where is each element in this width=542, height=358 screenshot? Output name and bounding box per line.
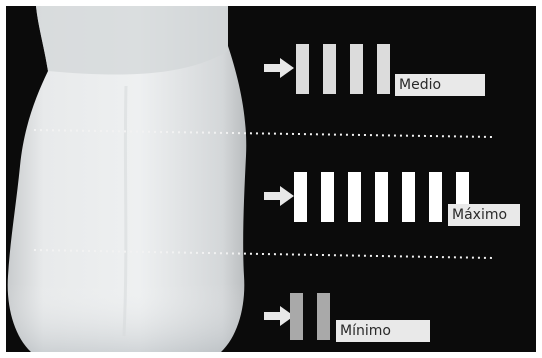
tooth-photo: Medio Máximo Mínimo (6, 6, 536, 352)
crown-ridge (124, 86, 126, 336)
label-medio: Medio (395, 74, 485, 96)
arrow-middle-icon (264, 186, 294, 206)
arrow-incisal-icon (264, 306, 294, 326)
bar-middle (321, 172, 334, 222)
bar-incisal (290, 293, 303, 340)
bar-middle (402, 172, 415, 222)
arrow-cervical-icon (264, 58, 294, 78)
bar-cervical (296, 44, 309, 94)
bar-middle (294, 172, 307, 222)
bar-middle (429, 172, 442, 222)
label-minimo: Mínimo (336, 320, 430, 342)
bar-cervical (377, 44, 390, 94)
bar-middle (348, 172, 361, 222)
bar-incisal (317, 293, 330, 340)
bar-cervical (350, 44, 363, 94)
bar-cervical (323, 44, 336, 94)
figure-canvas (6, 6, 536, 352)
bar-middle (375, 172, 388, 222)
label-maximo: Máximo (448, 204, 520, 226)
